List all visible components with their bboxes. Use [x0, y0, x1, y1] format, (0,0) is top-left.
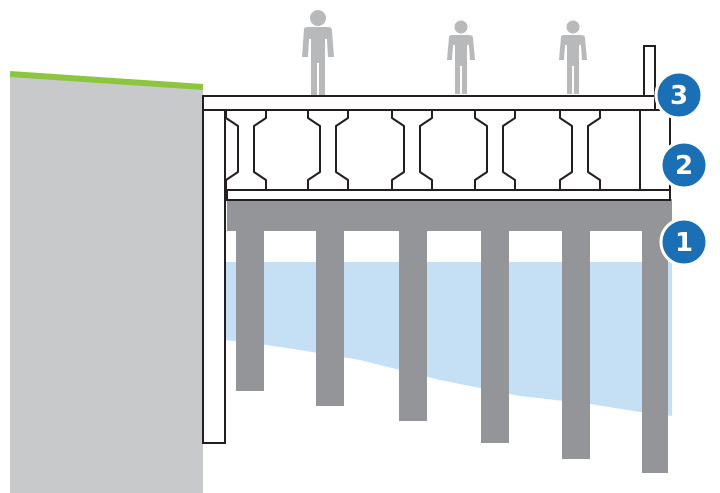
i-beam [307, 109, 349, 191]
water [225, 262, 672, 416]
deck [202, 45, 671, 201]
people [302, 10, 587, 95]
badge-beams-number: 2 [675, 151, 693, 181]
parapet [643, 45, 656, 97]
badge-substructure-number: 1 [675, 228, 693, 258]
i-beams [225, 109, 601, 191]
badge-deck: 3 [654, 70, 704, 120]
pier [481, 231, 509, 443]
pier [562, 231, 590, 459]
piers [236, 229, 668, 473]
badge-beams: 2 [659, 140, 709, 190]
grass-line [9, 71, 204, 90]
pier [399, 231, 427, 421]
pier [316, 231, 344, 406]
person-icon [302, 10, 334, 95]
pier [642, 229, 668, 473]
i-beam [559, 109, 601, 191]
person-icon [447, 20, 475, 94]
beam-seat [226, 189, 671, 201]
badge-substructure: 1 [659, 217, 709, 267]
pier [236, 229, 264, 391]
i-beam [391, 109, 433, 191]
pier-cap [227, 199, 672, 231]
deck-slab [202, 95, 656, 111]
i-beam [474, 109, 516, 191]
badge-deck-number: 3 [670, 81, 688, 111]
person-icon [559, 20, 587, 94]
embankment [10, 75, 203, 493]
i-beam [225, 109, 267, 191]
abutment-wall [202, 109, 226, 444]
